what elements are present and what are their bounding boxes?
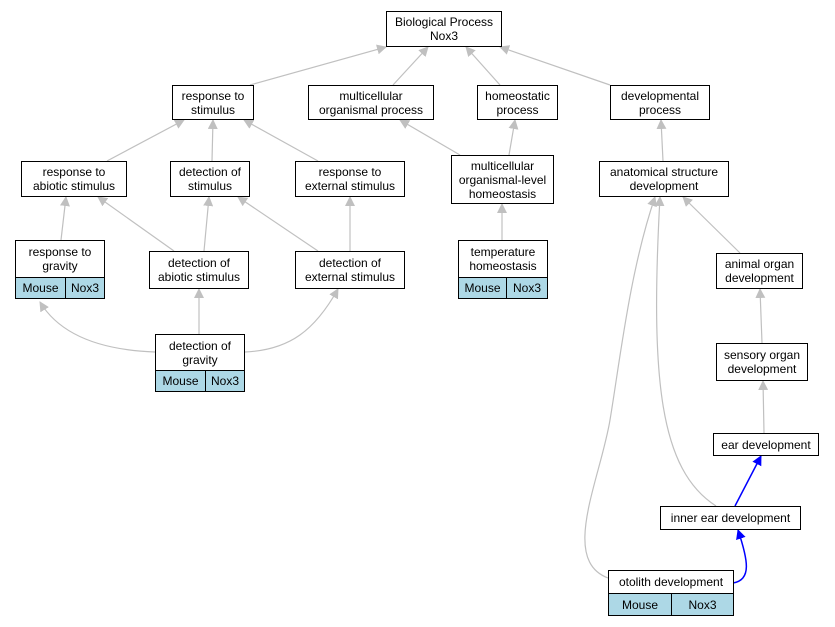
node-multicellular-organismal-level-homeostasis: multicellular organismal-level homeostas… xyxy=(451,155,554,204)
edge-response-abiotic-to-response xyxy=(106,119,185,162)
node-homeostatic-process: homeostatic process xyxy=(477,85,558,120)
response-to-gravity-organism-label: Mouse xyxy=(22,281,59,295)
node-otolith-development: otolith development xyxy=(608,570,734,594)
node-sensory-organ-development-label: sensory organ development xyxy=(723,348,801,376)
edge-response-external-to-response xyxy=(243,119,319,162)
detection-of-gravity-organism-tag: Mouse xyxy=(155,370,206,392)
node-ear-development-label: ear development xyxy=(721,437,811,452)
otolith-development-organism-label: Mouse xyxy=(621,597,659,612)
node-response-to-external-stimulus: response to external stimulus xyxy=(295,161,405,197)
edge-response-gravity-to-response-abiotic xyxy=(59,196,70,241)
node-inner-ear-development: inner ear development xyxy=(660,506,801,530)
node-multicellular-organismal-process: multicellular organismal process xyxy=(308,85,434,120)
node-root: Biological Process Nox3 xyxy=(386,11,502,47)
node-detection-of-external-stimulus: detection of external stimulus xyxy=(295,251,405,289)
node-response-to-abiotic-stimulus-label: response to abiotic stimulus xyxy=(32,165,116,193)
node-otolith-development-label: otolith development xyxy=(618,575,724,589)
node-detection-of-gravity-label: detection of gravity xyxy=(168,338,232,367)
detection-of-gravity-organism-label: Mouse xyxy=(162,374,199,388)
temperature-homeostasis-gene-tag: Nox3 xyxy=(506,277,548,299)
edge-animal-organ-to-anatomical-development xyxy=(682,196,741,254)
edge-detection-stimulus-to-response xyxy=(207,119,218,162)
node-detection-of-external-stimulus-label: detection of external stimulus xyxy=(304,256,396,284)
node-temperature-homeostasis-label: temperature homeostasis xyxy=(469,245,537,273)
node-animal-organ-development-label: animal organ development xyxy=(724,257,795,285)
node-multicellular-organismal-level-homeostasis-label: multicellular organismal-level homeostas… xyxy=(458,158,547,201)
node-root-label: Biological Process Nox3 xyxy=(394,15,494,43)
node-inner-ear-development-label: inner ear development xyxy=(670,511,791,525)
edge-otolith-to-anatomical-development xyxy=(584,196,657,579)
node-detection-of-stimulus-label: detection of stimulus xyxy=(178,165,242,193)
node-developmental-process: developmental process xyxy=(610,85,710,120)
otolith-development-gene-label: Nox3 xyxy=(688,597,717,612)
edge-sensory-organ-to-animal-organ xyxy=(755,288,766,344)
node-response-to-stimulus-label: response to stimulus xyxy=(181,88,245,117)
node-response-to-gravity-label: response to gravity xyxy=(28,245,92,273)
edge-multicellular-process-to-root xyxy=(392,46,429,86)
edge-detection-gravity-to-detection-external xyxy=(244,288,339,353)
response-to-gravity-gene-label: Nox3 xyxy=(70,281,99,295)
node-detection-of-gravity: detection of gravity xyxy=(155,334,245,371)
edge-anatomical-development-to-developmental-process xyxy=(656,119,667,162)
edge-inner-ear-to-ear-development xyxy=(734,455,762,507)
edge-detection-abiotic-to-detection-stimulus xyxy=(203,196,214,252)
node-multicellular-organismal-process-label: multicellular organismal process xyxy=(318,88,424,117)
node-sensory-organ-development: sensory organ development xyxy=(716,343,808,381)
edge-detection-external-to-detection-stimulus xyxy=(237,196,319,252)
node-response-to-stimulus: response to stimulus xyxy=(172,85,254,120)
node-detection-of-abiotic-stimulus: detection of abiotic stimulus xyxy=(149,251,249,289)
response-to-gravity-organism-tag: Mouse xyxy=(15,277,66,299)
node-anatomical-structure-development-label: anatomical structure development xyxy=(609,165,719,193)
node-response-to-abiotic-stimulus: response to abiotic stimulus xyxy=(21,161,127,197)
node-detection-of-stimulus: detection of stimulus xyxy=(170,161,250,197)
edge-detection-abiotic-to-response-abiotic xyxy=(97,196,175,252)
edge-response-to-stimulus-to-root xyxy=(249,44,387,86)
edge-homeostatic-process-to-root xyxy=(465,46,501,86)
node-response-to-external-stimulus-label: response to external stimulus xyxy=(304,165,396,193)
detection-of-gravity-gene-label: Nox3 xyxy=(210,374,239,388)
node-anatomical-structure-development: anatomical structure development xyxy=(599,161,729,197)
node-ear-development: ear development xyxy=(713,433,819,456)
edge-ear-development-to-sensory-organ xyxy=(758,380,769,434)
temperature-homeostasis-organism-label: Mouse xyxy=(464,281,501,295)
temperature-homeostasis-gene-label: Nox3 xyxy=(512,281,541,295)
detection-of-gravity-gene-tag: Nox3 xyxy=(205,370,245,392)
node-animal-organ-development: animal organ development xyxy=(716,253,803,289)
otolith-development-organism-tag: Mouse xyxy=(608,593,672,616)
node-detection-of-abiotic-stimulus-label: detection of abiotic stimulus xyxy=(157,256,241,284)
otolith-development-gene-tag: Nox3 xyxy=(671,593,734,616)
edge-developmental-process-to-root xyxy=(499,45,611,86)
edge-multicellular-homeostasis-to-multicellular-process xyxy=(399,119,461,156)
edge-detection-gravity-to-response-gravity xyxy=(39,301,156,353)
temperature-homeostasis-organism-tag: Mouse xyxy=(458,277,507,299)
response-to-gravity-gene-tag: Nox3 xyxy=(65,277,105,299)
edge-inner-ear-to-anatomical-development xyxy=(654,196,717,507)
edge-multicellular-homeostasis-to-homeostatic-process xyxy=(508,119,519,156)
node-developmental-process-label: developmental process xyxy=(620,88,700,117)
node-response-to-gravity: response to gravity xyxy=(15,240,105,278)
node-temperature-homeostasis: temperature homeostasis xyxy=(458,240,548,278)
edge-otolith-to-inner-ear xyxy=(732,529,748,584)
node-homeostatic-process-label: homeostatic process xyxy=(485,88,550,117)
